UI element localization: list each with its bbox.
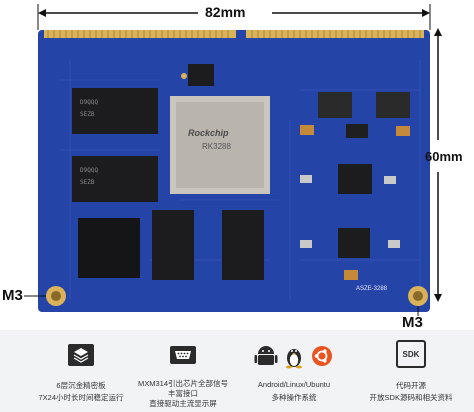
feature-sdk-line2: 开放SDK源码和相关资料	[369, 393, 453, 402]
feature-pcb-line1: 6层沉金精密板	[56, 381, 106, 390]
board-silkscreen: ASZE-3288	[356, 286, 388, 292]
feature-interface-line3: 直接驱动主流显示屏	[149, 399, 217, 408]
height-label: 60mm	[425, 149, 463, 164]
linux-icon	[286, 349, 302, 369]
svg-text:D9QQQ: D9QQQ	[80, 99, 98, 106]
ubuntu-icon	[312, 346, 332, 366]
hole-right-label: M3	[402, 314, 423, 331]
height-dimension-arrow	[434, 28, 442, 302]
feature-interface-line2: 丰富接口	[168, 389, 198, 398]
android-icon	[254, 346, 278, 365]
sdk-icon: SDK	[396, 340, 426, 368]
feature-os: Android/Linux/Ubuntu 多种操作系统	[234, 330, 354, 412]
mounting-hole-left	[46, 286, 66, 306]
feature-sdk: SDK 代码开源 开放SDK源码和相关资料	[352, 330, 470, 412]
svg-text:SEZB: SEZB	[80, 179, 95, 186]
feature-pcb: 6层沉金精密板 7X24小时长时间稳定运行	[22, 330, 140, 412]
feature-strip: 6层沉金精密板 7X24小时长时间稳定运行 MXM314引出芯片全部信号 丰富接…	[0, 330, 474, 412]
width-dimension-arrow	[37, 4, 431, 30]
feature-pcb-line2: 7X24小时长时间稳定运行	[38, 393, 124, 402]
svg-text:D9QQQ: D9QQQ	[80, 167, 98, 174]
feature-os-line2: 多种操作系统	[271, 393, 317, 402]
ram-chip-1: D9QQQ SEZB	[72, 88, 158, 134]
cpu-model: RK3288	[202, 142, 231, 151]
power-circuitry	[300, 92, 410, 280]
svg-text:SEZB: SEZB	[80, 111, 95, 118]
mounting-hole-right	[408, 286, 428, 306]
cpu-brand: Rockchip	[188, 128, 229, 138]
os-logos-icon	[254, 346, 332, 369]
feature-interface: MXM314引出芯片全部信号 丰富接口 直接驱动主流显示屏	[124, 330, 242, 412]
hole-left-label: M3	[2, 287, 23, 304]
feature-sdk-line1: 代码开源	[396, 381, 426, 390]
board-photo: D9QQQ SEZB D9QQQ SEZB	[24, 4, 442, 316]
feature-interface-line1: MXM314引出芯片全部信号	[137, 379, 228, 388]
emmc-chip	[78, 218, 140, 278]
pcb-layers-icon	[68, 344, 94, 366]
connector-port-icon	[170, 346, 196, 364]
ram-chip-3	[152, 210, 194, 280]
feature-os-line1: Android/Linux/Ubuntu	[257, 380, 331, 389]
cpu-soc	[170, 96, 270, 194]
edge-connector	[44, 30, 424, 38]
ram-chip-4	[222, 210, 264, 280]
width-label: 82mm	[205, 4, 246, 20]
sdk-icon-text: SDK	[402, 349, 420, 359]
small-chip	[188, 64, 214, 86]
ram-chip-2: D9QQQ SEZB	[72, 156, 158, 202]
